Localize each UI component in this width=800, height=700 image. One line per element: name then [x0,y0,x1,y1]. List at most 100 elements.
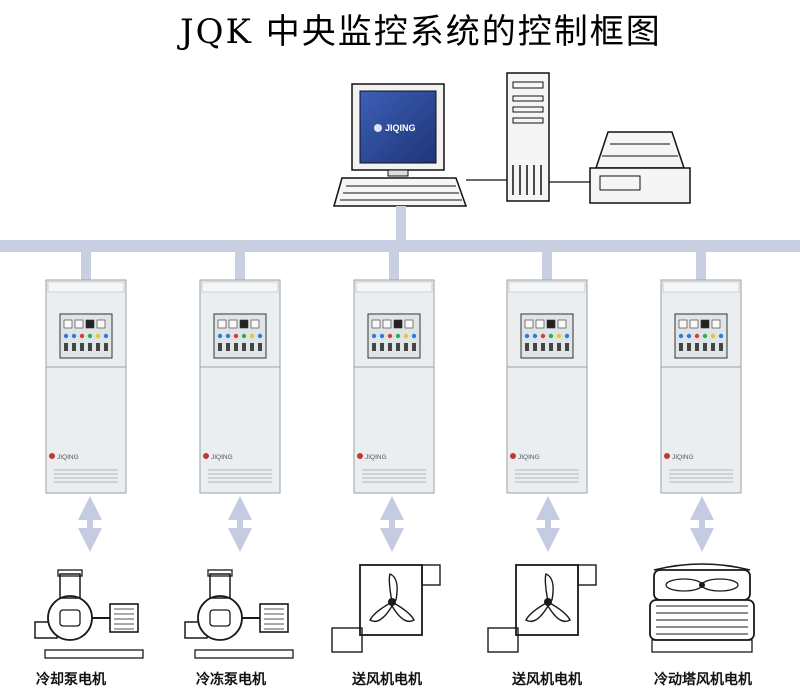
panel-switch [72,343,76,351]
panel-lamp [241,333,247,339]
panel-switch [557,343,561,351]
panel-lamp [710,333,716,339]
monitor-icon: JIQING [351,83,445,177]
bus-drop [696,252,706,280]
panel-meter [85,319,95,329]
panel-lamp [694,333,700,339]
cabinet-top-band [508,281,586,293]
panel-meter [239,319,249,329]
panel-meter [250,319,260,329]
device-label: 冷动塔风机电机 [654,672,752,688]
panel-switch [711,343,715,351]
panel-lamp [225,333,231,339]
bus-drop [235,252,245,280]
panel-switch [719,343,723,351]
panel-lamp [524,333,530,339]
bus-drop [542,252,552,280]
panel-lamp [217,333,223,339]
cabinet-body [660,279,742,494]
panel-meter [535,319,545,329]
fan-motor-icon [487,564,597,653]
panel-switch [218,343,222,351]
panel-meter [96,319,106,329]
control-cabinet: JIQING [353,252,435,494]
panel-switch [533,343,537,351]
panel-switch [703,343,707,351]
panel-lamp [379,333,385,339]
panel-lamp [548,333,554,339]
device-label: 送风机电机 [512,672,582,688]
panel-lamp [95,333,101,339]
cabinet-body [506,279,588,494]
panel-lamp [249,333,255,339]
device-label: 冷却泵电机 [36,672,106,688]
panel-lamp [87,333,93,339]
bus-drop [396,206,406,242]
panel-switch [88,343,92,351]
cabinet-brand-text: JIQING [518,454,540,461]
panel-meter [217,319,227,329]
brand-logo-icon [203,453,209,459]
cabinet-top-band [201,281,279,293]
panel-meter [700,319,710,329]
fan-motor-icon [331,564,441,653]
panel-switch [250,343,254,351]
pump-motor-icon [184,569,294,659]
panel-lamp [71,333,77,339]
panel-meter [524,319,534,329]
printer-icon [589,131,691,204]
panel-switch [64,343,68,351]
device-label: 冷冻泵电机 [196,672,266,688]
panel-switch [388,343,392,351]
panel-switch [541,343,545,351]
cabinet-top-band [662,281,740,293]
panel-switch [226,343,230,351]
cabinet-brand-text: JIQING [57,454,79,461]
brand-logo-icon [664,453,670,459]
monitor-brand-text: JIQING [385,123,416,133]
panel-meter [228,319,238,329]
panel-switch [687,343,691,351]
keyboard-icon [333,177,468,207]
panel-switch [404,343,408,351]
cabinet-top-band [355,281,433,293]
panel-lamp [702,333,708,339]
panel-meter [371,319,381,329]
brand-logo-icon [49,453,55,459]
bus-drop [81,252,91,280]
panel-switch [372,343,376,351]
panel-switch [104,343,108,351]
panel-switch [525,343,529,351]
bus-drop [389,252,399,280]
cabinet-body [45,279,127,494]
panel-meter [63,319,73,329]
panel-lamp [403,333,409,339]
panel-meter [382,319,392,329]
panel-lamp [103,333,109,339]
control-cabinet: JIQING [45,252,127,494]
pump-motor-icon [34,569,144,659]
panel-switch [695,343,699,351]
control-cabinet: JIQING [199,252,281,494]
panel-switch [549,343,553,351]
panel-meter [689,319,699,329]
panel-meter [404,319,414,329]
panel-meter [678,319,688,329]
panel-switch [412,343,416,351]
panel-lamp [63,333,69,339]
cabinet-brand-text: JIQING [365,454,387,461]
panel-lamp [79,333,85,339]
panel-switch [380,343,384,351]
panel-lamp [678,333,684,339]
control-cabinet: JIQING [506,252,588,494]
cabinet-brand-text: JIQING [672,454,694,461]
panel-switch [565,343,569,351]
panel-switch [258,343,262,351]
panel-meter [711,319,721,329]
panel-switch [80,343,84,351]
panel-lamp [686,333,692,339]
panel-lamp [532,333,538,339]
panel-switch [234,343,238,351]
panel-meter [546,319,556,329]
